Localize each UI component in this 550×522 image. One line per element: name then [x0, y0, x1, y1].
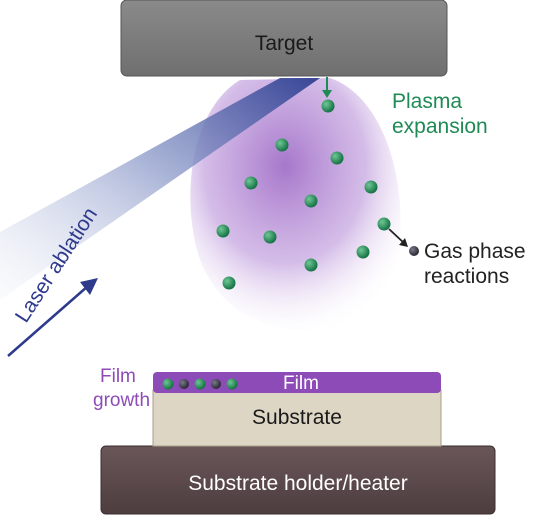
substrate-label: Substrate — [252, 406, 342, 429]
gas-label-line2: reactions — [424, 265, 509, 288]
arrow-down-icon — [322, 77, 332, 98]
particle — [304, 258, 318, 272]
particle — [377, 217, 391, 231]
particle — [222, 276, 236, 290]
arrow-down-right-icon — [388, 228, 408, 247]
film-label: Film — [283, 373, 319, 394]
particle — [263, 230, 277, 244]
particle — [275, 138, 289, 152]
film-particle — [162, 378, 174, 390]
film-particle — [179, 379, 189, 389]
particle — [216, 224, 230, 238]
film-particle — [226, 378, 238, 390]
particle — [356, 245, 370, 259]
film-particles — [162, 378, 238, 390]
gas-label-line1: Gas phase — [424, 240, 526, 263]
substrate-block — [152, 389, 442, 447]
particle — [364, 180, 378, 194]
holder-label: Substrate holder/heater — [188, 472, 407, 495]
particle — [330, 151, 344, 165]
film-growth-label-line1: Film — [100, 366, 136, 387]
film-particle — [211, 379, 221, 389]
plasma-label-line2: expansion — [392, 115, 488, 138]
plasma-particles — [216, 99, 391, 290]
target-label: Target — [255, 32, 314, 55]
film-particle — [194, 378, 206, 390]
arrow-up-right-icon — [7, 278, 98, 357]
dark-dot-icon — [409, 246, 419, 256]
particle — [304, 194, 318, 208]
target-block — [120, 0, 448, 77]
plasma-plume — [190, 78, 401, 330]
particle — [244, 176, 258, 190]
plasma-label-line1: Plasma — [392, 90, 462, 113]
film-growth-label-line2: growth — [93, 390, 150, 411]
film-layer — [153, 372, 441, 393]
laser-beam — [0, 78, 320, 300]
particle — [321, 99, 335, 113]
